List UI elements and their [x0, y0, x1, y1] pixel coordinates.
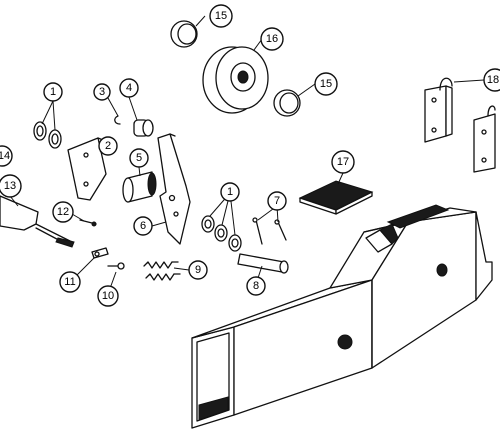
callout-1-mid: 1 — [220, 182, 240, 202]
part-7-cotter-pins — [252, 217, 287, 245]
part-10-small-pin — [107, 262, 125, 270]
callout-label: 5 — [136, 152, 142, 164]
callout-10: 10 — [97, 285, 119, 307]
part-8-shaft — [237, 253, 289, 274]
callout-label: 16 — [266, 33, 278, 45]
part-11-link-pin — [91, 247, 109, 259]
callout-label: 15 — [320, 78, 332, 90]
callout-label: 1 — [227, 186, 233, 198]
callout-5: 5 — [129, 148, 149, 168]
callout-label: 10 — [102, 290, 114, 302]
callout-6: 6 — [133, 216, 153, 236]
callout-label: 2 — [105, 140, 111, 152]
callout-4: 4 — [119, 78, 139, 98]
callout-11: 11 — [59, 271, 81, 293]
callout-label: 12 — [57, 206, 69, 218]
part-1-washers-left — [33, 121, 62, 149]
callout-label: 15 — [215, 10, 227, 22]
callout-17: 17 — [331, 150, 355, 174]
callout-label: 9 — [195, 264, 201, 276]
callout-16: 16 — [260, 27, 284, 51]
callout-12: 12 — [52, 201, 74, 223]
callout-13: 13 — [0, 174, 22, 198]
callout-1-left: 1 — [43, 82, 63, 102]
part-4-bushing — [133, 119, 154, 137]
part-15-spacer-right — [273, 89, 301, 117]
part-9-springs — [143, 261, 181, 281]
callout-3: 3 — [93, 83, 111, 101]
part-1-washers-mid — [201, 215, 242, 252]
part-2-side-plate — [67, 137, 107, 201]
callout-15-right: 15 — [314, 72, 338, 96]
main-boom-body — [191, 204, 493, 429]
callout-label: 1 — [50, 86, 56, 98]
part-5-tube — [122, 171, 157, 203]
callout-label: 17 — [337, 156, 349, 168]
callout-label: 7 — [274, 195, 280, 207]
part-16-pulley — [202, 46, 269, 114]
callout-8: 8 — [246, 276, 266, 296]
callout-9: 9 — [188, 260, 208, 280]
callout-label: 11 — [64, 276, 75, 288]
callout-18: 18 — [483, 68, 500, 92]
callout-label: 14 — [0, 150, 10, 162]
callout-2: 2 — [98, 136, 118, 156]
callout-label: 3 — [99, 86, 105, 98]
callout-label: 18 — [487, 74, 499, 86]
part-17-plate — [298, 180, 374, 215]
callout-label: 4 — [126, 82, 132, 94]
part-12-pin — [79, 219, 97, 227]
part-3-clip — [114, 115, 121, 125]
callout-label: 8 — [253, 280, 259, 292]
callout-7: 7 — [267, 191, 287, 211]
callout-label: 13 — [4, 180, 16, 192]
callout-label: 6 — [140, 220, 146, 232]
part-15-spacer-top — [170, 20, 198, 48]
part-13-scoop — [0, 195, 75, 248]
callout-14: 14 — [0, 145, 13, 167]
part-6-lever-plate — [157, 133, 191, 245]
part-18-brackets — [424, 77, 496, 173]
callout-15-top: 15 — [209, 4, 233, 28]
